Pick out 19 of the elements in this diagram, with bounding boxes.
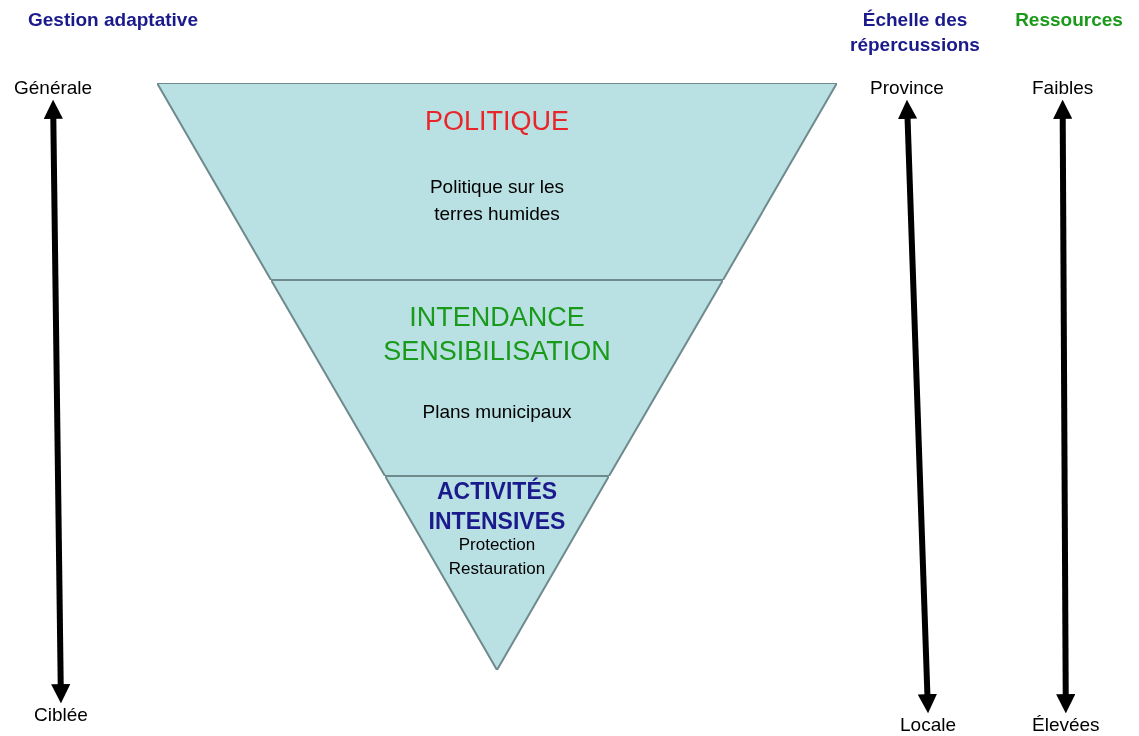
scale-label: Ciblée: [34, 704, 88, 726]
scale-label: Générale: [14, 77, 93, 99]
scale-label: Locale: [900, 714, 956, 736]
pyramid-band: [157, 83, 837, 280]
band-heading: ACTIVITÉS INTENSIVES: [427, 476, 567, 536]
band-text: Protection Restauration: [447, 534, 547, 580]
column-heading: Ressources: [1014, 8, 1124, 32]
double-arrow: [1053, 99, 1076, 714]
double-arrow: [43, 99, 71, 704]
column-heading: Échelle des répercussions: [849, 8, 981, 57]
column-heading: Gestion adaptative: [27, 8, 199, 32]
scale-label: Province: [870, 77, 944, 99]
scale-label: Faibles: [1032, 77, 1094, 99]
band-heading: INTENDANCE SENSIBILISATION: [382, 301, 612, 368]
band-text: Politique sur les terres humides: [428, 175, 566, 226]
double-arrow: [898, 99, 937, 714]
band-heading: POLITIQUE: [424, 105, 570, 137]
band-text: Plans municipaux: [421, 400, 573, 424]
scale-label: Élevées: [1032, 714, 1100, 736]
